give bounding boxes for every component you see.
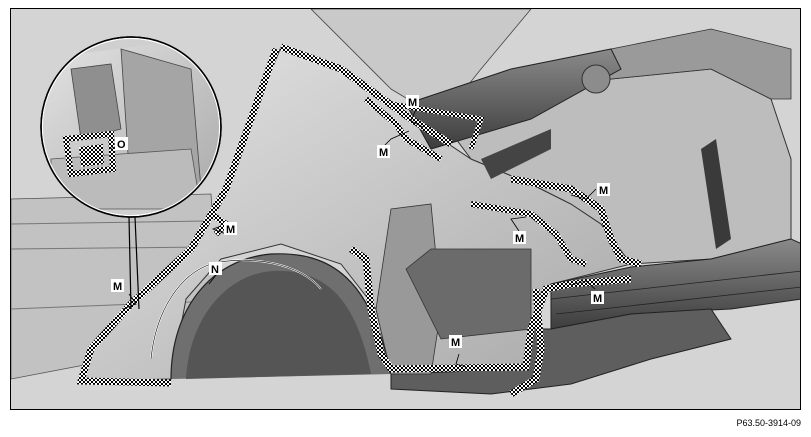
callout-m2: M bbox=[377, 130, 410, 159]
callout-label: M bbox=[593, 293, 602, 305]
detail-magnifier bbox=[40, 36, 222, 218]
seal-shelf-seam bbox=[364, 96, 443, 162]
seal-roof-seam bbox=[279, 43, 453, 147]
spring-dome bbox=[581, 64, 611, 94]
seal-detail-patch bbox=[62, 130, 117, 178]
callout-o1: O bbox=[108, 137, 128, 151]
seal-rear-panel-seam bbox=[509, 288, 545, 398]
callout-m3: M bbox=[570, 183, 610, 200]
callout-n1: N bbox=[208, 262, 222, 285]
callout-label: M bbox=[113, 281, 122, 293]
callout-m5: M bbox=[510, 216, 527, 245]
seal-crossmember bbox=[390, 101, 485, 150]
cross-member bbox=[405, 48, 622, 150]
callout-label: M bbox=[599, 185, 608, 197]
callout-label: M bbox=[515, 233, 524, 245]
seal-trunk-flange bbox=[510, 175, 642, 268]
callout-label: M bbox=[226, 224, 235, 236]
callout-label: N bbox=[211, 264, 219, 276]
callout-m7: M bbox=[570, 280, 604, 305]
trunk-hinge bbox=[701, 139, 731, 249]
callout-m8: M bbox=[449, 335, 467, 368]
callout-label: M bbox=[408, 97, 417, 109]
diagram-frame: M M M M M M M M N O bbox=[10, 8, 801, 410]
figure-reference-code: P63.50-3914-09 bbox=[736, 418, 801, 428]
callout-m1: M bbox=[406, 95, 424, 128]
seal-c-pillar-seam bbox=[76, 47, 280, 387]
rear-body-sealing-diagram: M M M M M M M M N O bbox=[11, 9, 800, 409]
callout-label: O bbox=[117, 139, 126, 151]
callout-m4: M bbox=[211, 222, 237, 236]
callout-m6: M bbox=[111, 279, 137, 310]
magnifier-pointer bbox=[128, 216, 140, 310]
seal-floor-seam bbox=[349, 246, 632, 373]
callout-label: M bbox=[451, 337, 460, 349]
callout-label: M bbox=[379, 147, 388, 159]
seal-inner-rail bbox=[470, 201, 587, 267]
rear-shelf bbox=[530, 28, 792, 105]
